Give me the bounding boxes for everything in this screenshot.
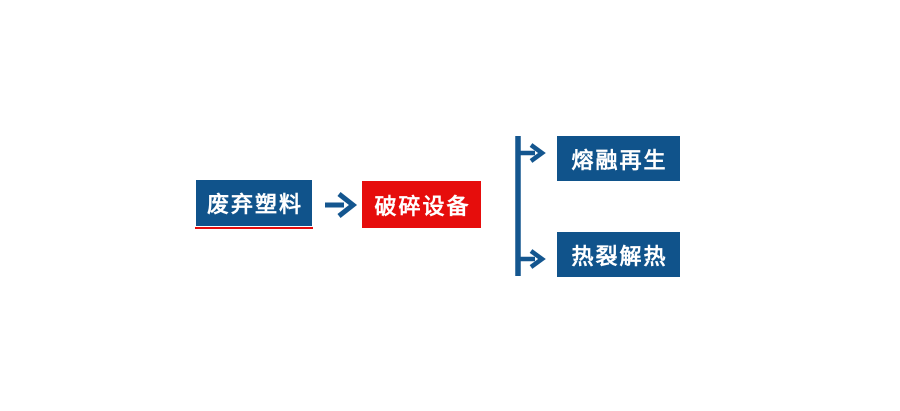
- node-melt-regeneration: 熔融再生: [557, 136, 680, 181]
- node-pyrolysis-heat-label: 热裂解热: [571, 243, 668, 269]
- node-crushing-equipment-label: 破碎设备: [374, 193, 471, 219]
- node-waste-plastic: 废弃塑料: [196, 180, 312, 226]
- arrow-right-icon: [325, 192, 358, 218]
- node-pyrolysis-heat: 热裂解热: [557, 232, 680, 277]
- node-crushing-equipment: 破碎设备: [362, 181, 481, 228]
- node-waste-plastic-label: 废弃塑料: [206, 192, 303, 217]
- branch-arrow-bottom-icon: [529, 249, 546, 269]
- branch-connector: [515, 136, 546, 276]
- branch-arrow-top-icon: [529, 143, 546, 163]
- node-waste-plastic-underline: [195, 227, 313, 229]
- node-melt-regeneration-label: 熔融再生: [571, 147, 668, 173]
